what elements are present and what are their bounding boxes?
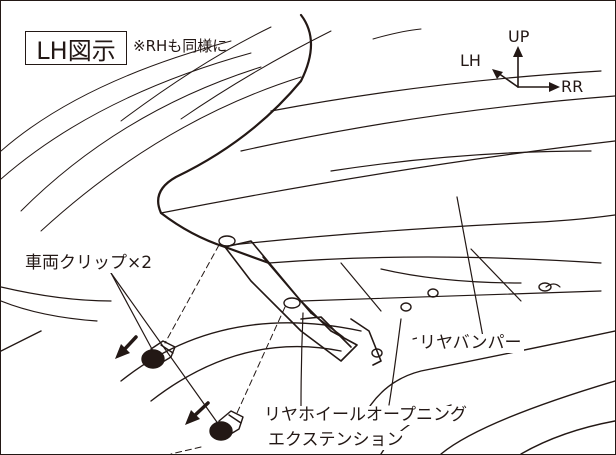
bumper-lines [1,70,615,322]
fender-outline [157,13,312,265]
clip-fastener-2 [209,410,244,441]
install-guide-lines [164,244,286,454]
direction-indicator [492,46,560,92]
leader-lines [110,196,484,426]
extension-panel [224,240,382,366]
view-label: LH図示 [36,36,116,65]
clip-callout: 車両クリップ×2 [23,253,155,273]
direction-lh-label: LH [460,51,481,70]
direction-rr-label: RR [561,77,584,96]
clip-fastener-1 [141,340,176,369]
direction-up-label: UP [508,27,530,46]
bumper-callout: リヤバンパー [417,333,524,353]
view-label-box: LH図示 [25,31,127,65]
clip-holes [218,235,552,358]
removal-arrow-2 [185,401,210,425]
note-label: ※RHも同様に [133,37,228,55]
removal-arrow-1 [115,335,138,359]
extension-callout-line1: リヤホイールオープニング [262,405,469,425]
extension-callout-line2: エクステンション [266,430,406,450]
body-panel-lines [1,26,422,232]
